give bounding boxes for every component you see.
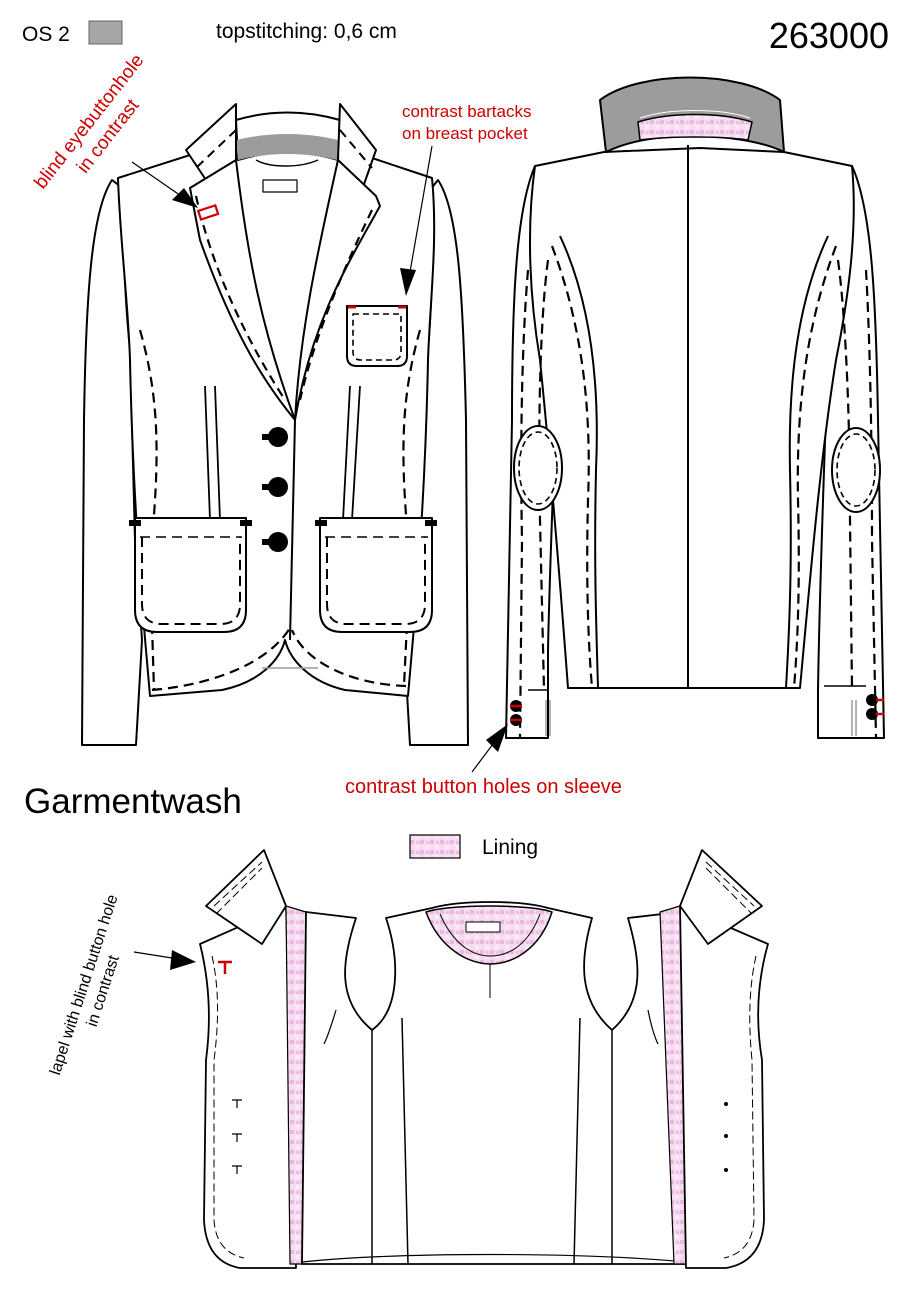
finish-label: Garmentwash <box>24 782 242 821</box>
bartacks-note-1: contrast bartacks <box>402 102 531 121</box>
inside-right-lapel <box>679 849 763 945</box>
lapel-annotation: lapel with blind button hole in contrast <box>47 893 123 1078</box>
blind-eyebuttonhole <box>196 204 220 221</box>
front-button <box>268 477 288 497</box>
fabric-code: OS 2 <box>22 23 70 46</box>
lapel-buttonhole-mark <box>218 960 232 974</box>
back-view <box>505 76 885 739</box>
front-right-lapel <box>294 159 381 421</box>
back-collar-lining <box>637 113 753 141</box>
back-body <box>529 147 855 689</box>
lining-swatch <box>409 834 461 859</box>
lapel-arrowhead <box>170 950 196 970</box>
back-sleeve-buttons <box>510 694 884 726</box>
front-contrast-details <box>196 204 406 309</box>
eyebuttonhole-arrowhead <box>172 188 198 208</box>
front-view <box>81 103 469 746</box>
front-neck-label <box>262 179 298 193</box>
front-button <box>268 427 288 447</box>
front-button <box>268 532 288 552</box>
inside-view <box>199 849 769 1269</box>
breast-pocket <box>346 305 408 367</box>
sleeve-buttonholes-note: contrast button holes on sleeve <box>345 776 622 798</box>
front-neck-gray <box>236 134 338 160</box>
bartacks-arrow-line <box>409 145 433 273</box>
sleeve-arrowhead <box>486 724 508 752</box>
left-elbow-patch <box>513 425 563 511</box>
bartacks-arrowhead <box>400 268 416 296</box>
front-buttons <box>262 427 288 552</box>
left-patch-pocket <box>134 517 247 633</box>
bartacks-note-2: on breast pocket <box>402 124 528 143</box>
eyebuttonhole-arrow-line <box>131 161 185 199</box>
fabric-swatch <box>88 20 123 45</box>
inside-back-neck <box>425 905 553 965</box>
style-number: 263000 <box>769 15 889 56</box>
right-elbow-patch <box>831 427 881 513</box>
inside-right-front <box>679 905 769 1269</box>
inside-left-front <box>199 905 297 1269</box>
right-patch-pocket <box>319 517 433 633</box>
lining-label: Lining <box>482 836 538 859</box>
lapel-arrow-line <box>133 951 173 959</box>
topstitching-note: topstitching: 0,6 cm <box>216 20 397 43</box>
inside-back <box>301 901 687 1265</box>
pocket-bartacks <box>129 520 437 526</box>
